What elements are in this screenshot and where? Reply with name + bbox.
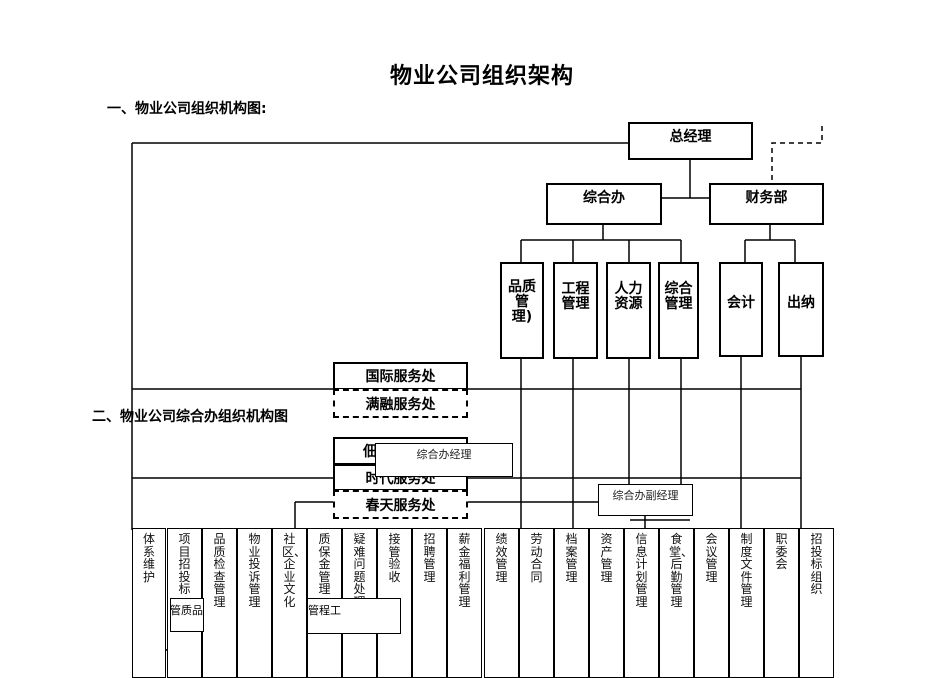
node-hr-label: 人力资源 <box>614 281 643 312</box>
function-label: 食堂、后勤管理 <box>669 532 694 609</box>
function-label: 项目招投标 <box>178 532 191 596</box>
function-column: 会议管理 <box>694 528 729 678</box>
node-manrong-service-office: 满融服务处 <box>333 389 468 418</box>
function-column: 食堂、后勤管理 <box>659 528 694 678</box>
function-column: 招聘管理 <box>412 528 447 678</box>
function-column: 资产管理 <box>589 528 624 678</box>
function-label: 招投标组织 <box>810 532 823 596</box>
function-column: 物业投诉管理 <box>237 528 272 678</box>
function-column: 体系维护 <box>132 528 166 678</box>
node-cashier: 出纳 <box>778 262 824 357</box>
function-label: 信息计划管理 <box>635 532 648 609</box>
node-engineering-mgmt: 工程管理 <box>553 262 598 359</box>
function-column: 招投标组织 <box>799 528 834 678</box>
page-title: 物业公司组织架构 <box>389 64 574 89</box>
node-quality-mgmt-label: 品质管理) <box>508 279 536 325</box>
function-column: 薪金福利管理 <box>447 528 482 678</box>
function-label: 质保金管理 <box>318 532 331 596</box>
function-column: 信息计划管理 <box>624 528 659 678</box>
function-label: 资产管理 <box>600 532 613 584</box>
function-label: 疑难问题处理 <box>353 532 366 608</box>
node-cashier-label: 出纳 <box>787 295 815 311</box>
function-column: 社区、企业文化 <box>272 528 307 678</box>
node-admin-office: 综合办 <box>546 183 662 225</box>
node-accounting-label: 会计 <box>727 295 755 311</box>
function-label: 社区、企业文化 <box>282 532 307 609</box>
function-column: 职委会 <box>764 528 799 678</box>
function-label: 劳动合同 <box>530 532 543 584</box>
node-admin-manager: 综合办经理 <box>375 443 513 477</box>
node-admin-deputy-manager: 综合办副经理 <box>598 484 693 516</box>
node-accounting: 会计 <box>719 262 763 357</box>
node-intl-service-office: 国际服务处 <box>333 362 468 390</box>
function-label: 招聘管理 <box>423 532 436 584</box>
node-hr: 人力资源 <box>606 262 651 359</box>
node-general-manager: 总经理 <box>628 122 753 160</box>
function-column: 绩效管理 <box>484 528 519 678</box>
function-label: 薪金福利管理 <box>458 532 471 609</box>
node-general-mgmt: 综合管理 <box>658 262 699 359</box>
function-label: 会议管理 <box>705 532 718 584</box>
function-label: 档案管理 <box>565 532 578 584</box>
function-label: 物业投诉管理 <box>248 532 261 609</box>
function-label: 职委会 <box>775 532 788 571</box>
function-label: 制度文件管理 <box>740 532 753 609</box>
node-quality-mgmt: 品质管理) <box>500 262 544 359</box>
section-heading-2: 二、物业公司综合办组织机构图 <box>92 409 288 425</box>
function-label: 品质检查管理 <box>213 532 226 609</box>
function-column: 品质检查管理 <box>202 528 237 678</box>
function-label: 体系维护 <box>142 532 155 584</box>
fragment-box-engineering: 管程工 <box>307 598 401 634</box>
node-general-mgmt-label: 综合管理 <box>664 281 693 312</box>
fragment-box-quality: 管质品 <box>170 598 204 632</box>
function-column: 劳动合同 <box>519 528 554 678</box>
function-column: 档案管理 <box>554 528 589 678</box>
function-label: 绩效管理 <box>495 532 508 584</box>
node-finance-dept: 财务部 <box>709 183 824 225</box>
node-engineering-mgmt-label: 工程管理 <box>561 281 590 312</box>
section-heading-1: 一、物业公司组织机构图: <box>107 101 267 117</box>
function-label: 接管验收 <box>388 532 401 584</box>
node-spring-service-office: 春天服务处 <box>333 490 468 519</box>
function-column: 制度文件管理 <box>729 528 764 678</box>
